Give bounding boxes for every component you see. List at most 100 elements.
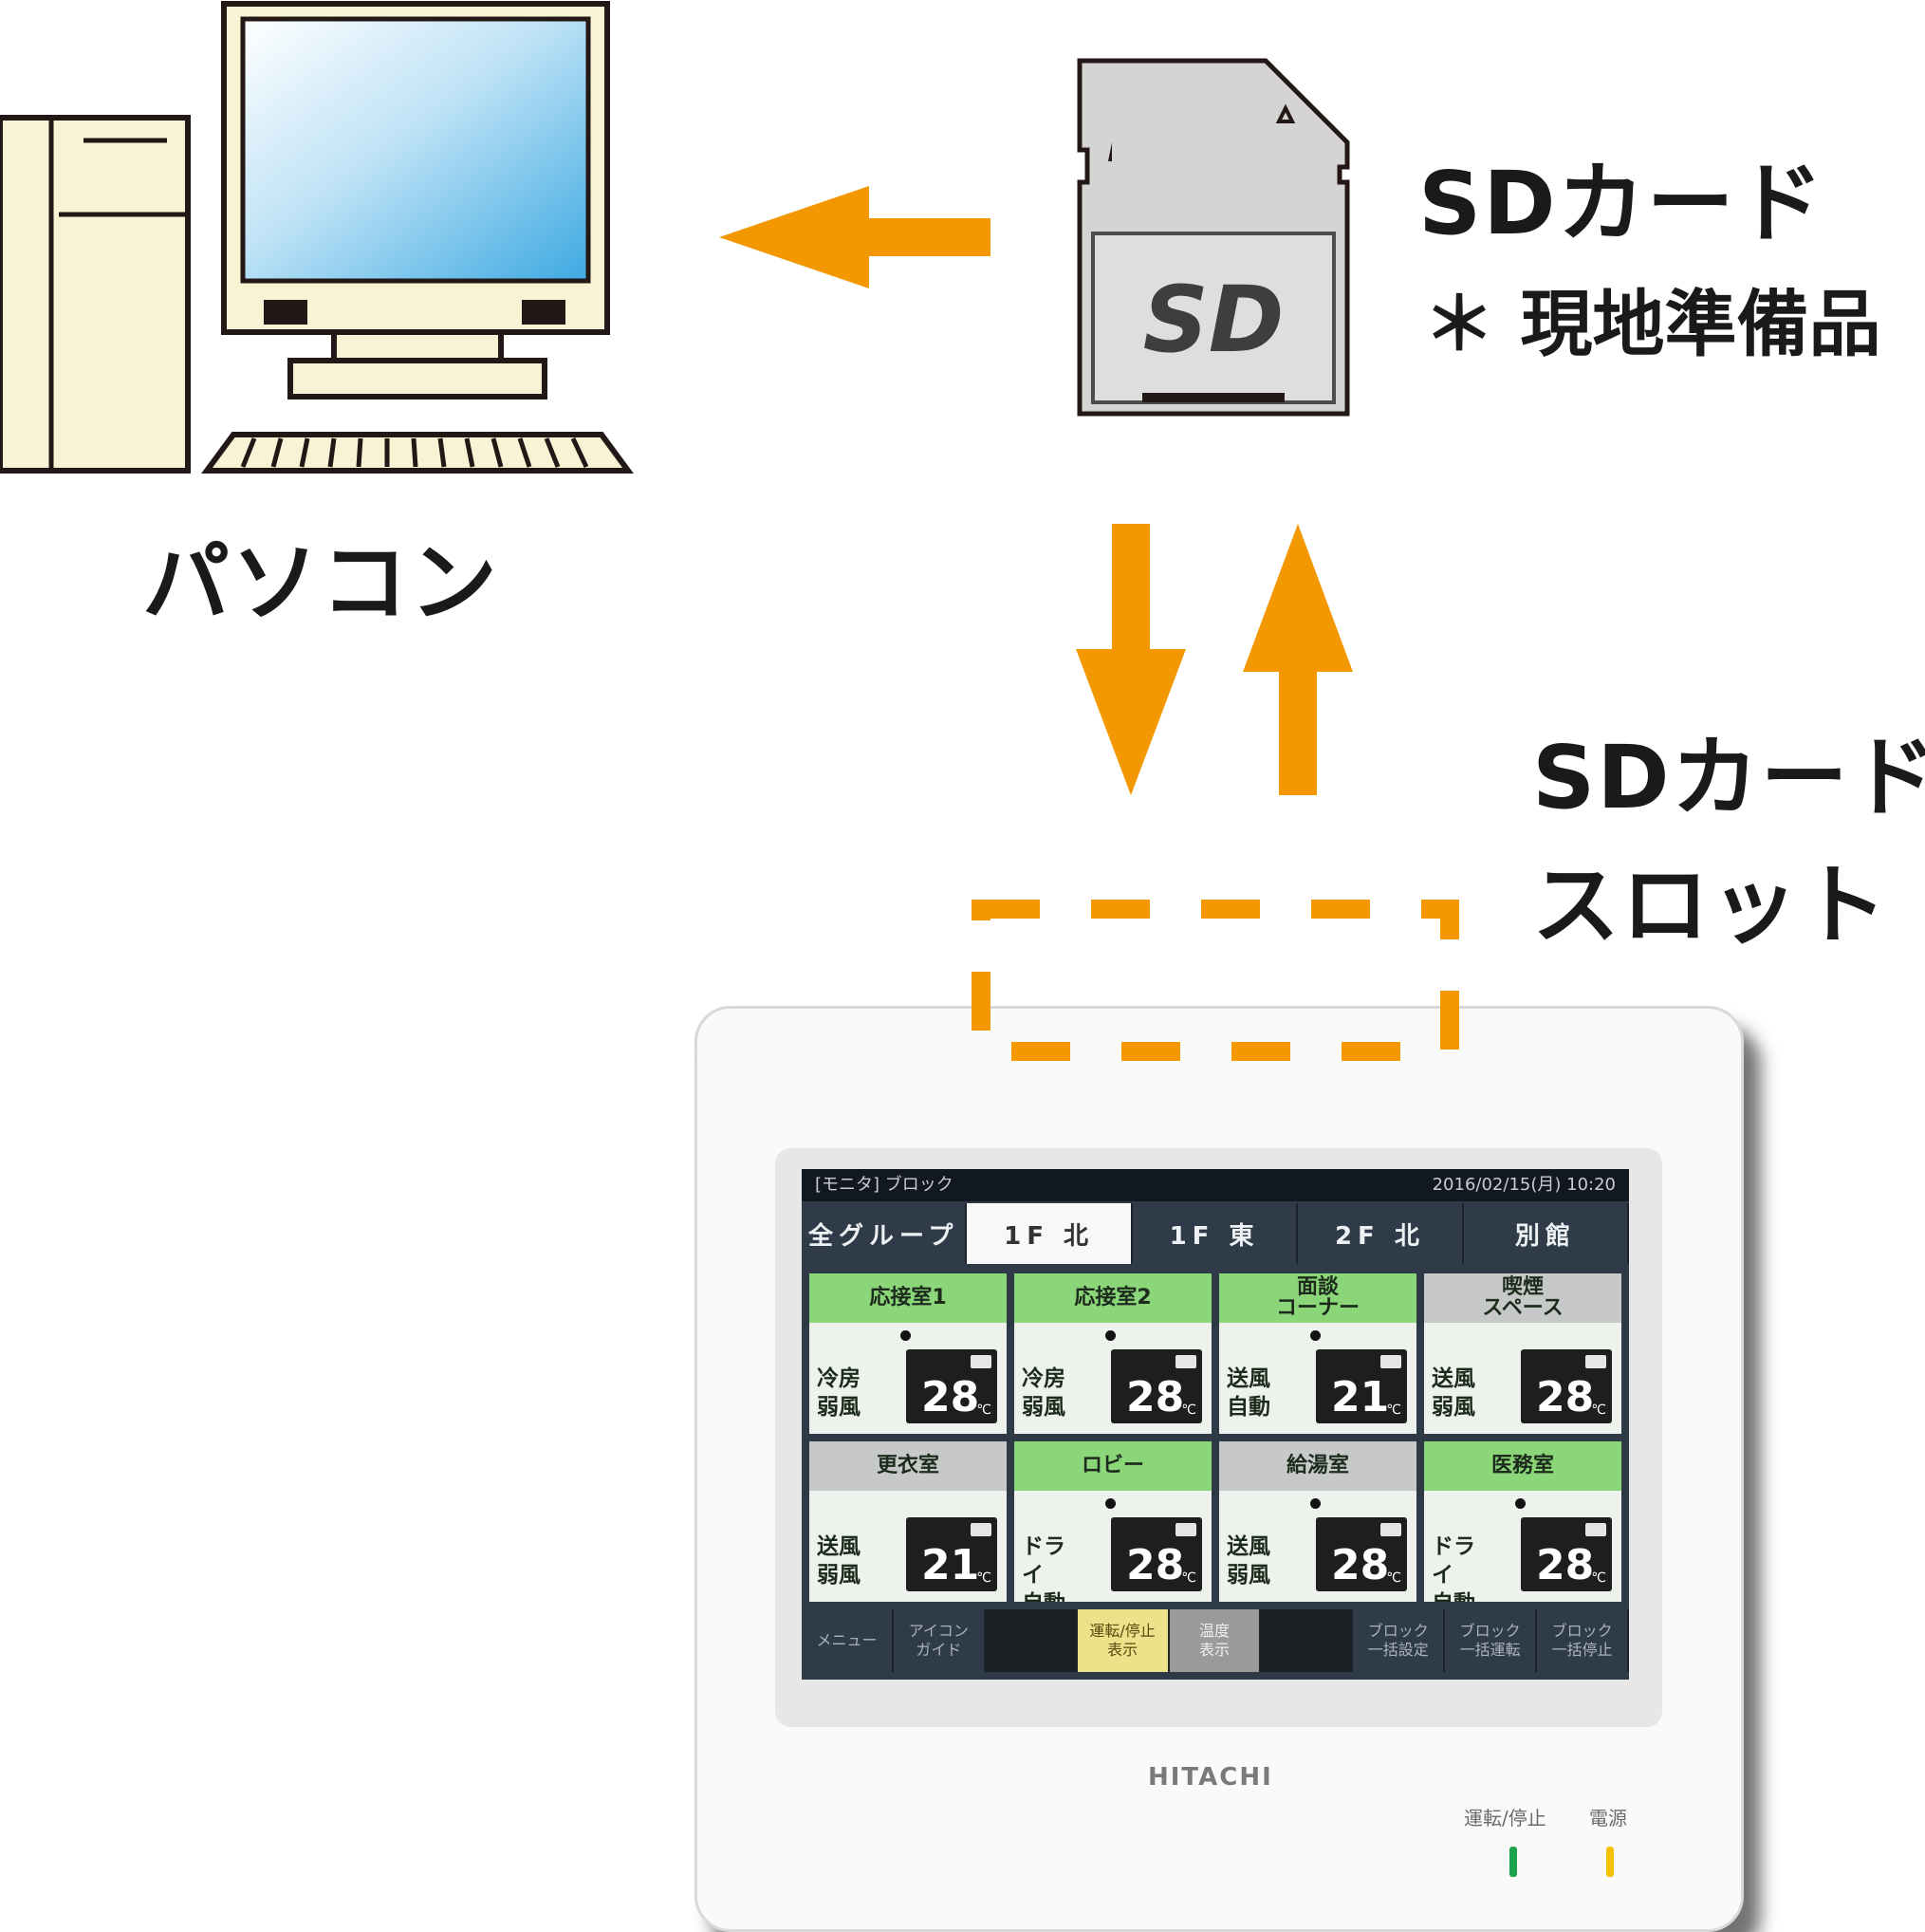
- status-datetime: 2016/02/15(月) 10:20: [1432, 1175, 1616, 1195]
- tab-1[interactable]: 1F 北: [967, 1203, 1133, 1264]
- unit-icon: [1175, 1355, 1196, 1368]
- room-name: ロビー: [1014, 1441, 1212, 1491]
- set-temperature: 21: [921, 1541, 980, 1589]
- sd-slot-outline: [972, 900, 1459, 1061]
- temperature-unit: ℃: [1386, 1403, 1401, 1418]
- fan-speed: 弱風: [817, 1395, 861, 1420]
- run-led: [1509, 1847, 1517, 1877]
- room-name: 喫煙 スペース: [1424, 1273, 1621, 1323]
- set-temperature: 28: [1536, 1373, 1595, 1421]
- menu-button-1[interactable]: アイコン ガイド: [893, 1609, 986, 1672]
- set-temperature: 28: [1126, 1373, 1185, 1421]
- run-led-label: 運転/停止: [1464, 1807, 1546, 1830]
- temperature-unit: ℃: [1591, 1570, 1606, 1586]
- power-led: [1606, 1847, 1614, 1877]
- temperature-unit: ℃: [1591, 1403, 1606, 1418]
- room-cell[interactable]: 給湯室送風弱風 28℃: [1219, 1441, 1416, 1602]
- unit-icon: [1380, 1355, 1401, 1368]
- temperature-display: 21℃: [1316, 1349, 1407, 1423]
- tab-2[interactable]: 1F 東: [1132, 1203, 1299, 1264]
- fan-speed: 弱風: [1022, 1395, 1065, 1420]
- brand-logo: HITACHI: [1148, 1763, 1273, 1792]
- temperature-unit: ℃: [976, 1570, 991, 1586]
- status-dot-icon: [1515, 1498, 1526, 1509]
- arrows: [719, 186, 1353, 795]
- slot-label-line2: スロット: [1532, 855, 1890, 957]
- temperature-unit: ℃: [1181, 1570, 1196, 1586]
- tab-0[interactable]: 全グループ: [802, 1203, 968, 1264]
- room-name: 給湯室: [1219, 1441, 1416, 1491]
- room-name: 応接室1: [809, 1273, 1007, 1323]
- temperature-display: 28℃: [1521, 1517, 1612, 1591]
- menu-button-6[interactable]: ブロック 一括設定: [1353, 1609, 1446, 1672]
- room-name: 医務室: [1424, 1441, 1621, 1491]
- menu-button-8[interactable]: ブロック 一括停止: [1537, 1609, 1629, 1672]
- room-name: 面談 コーナー: [1219, 1273, 1416, 1323]
- operation-mode: 送風: [1227, 1534, 1270, 1559]
- room-cell[interactable]: 医務室ドライ自動 28℃: [1424, 1441, 1621, 1602]
- unit-icon: [971, 1523, 991, 1536]
- unit-icon: [1585, 1523, 1606, 1536]
- slot-label-line1: SDカード: [1532, 727, 1925, 828]
- operation-mode: 冷房: [1022, 1366, 1065, 1391]
- room-cell[interactable]: 応接室1 冷房弱風 28℃: [809, 1273, 1007, 1434]
- fan-speed: 自動: [1432, 1589, 1494, 1602]
- arrow-sd-to-pc: [719, 186, 990, 288]
- menu-button-4[interactable]: 温度 表示: [1169, 1609, 1262, 1672]
- operation-mode: 送風: [817, 1534, 861, 1559]
- set-temperature: 28: [1331, 1541, 1390, 1589]
- set-temperature: 28: [921, 1373, 980, 1421]
- set-temperature: 21: [1331, 1373, 1390, 1421]
- operation-mode: 送風: [1432, 1366, 1475, 1391]
- room-cell[interactable]: 喫煙 スペース送風弱風 28℃: [1424, 1273, 1621, 1434]
- room-mode: 冷房弱風: [817, 1365, 879, 1421]
- temperature-display: 21℃: [906, 1517, 997, 1591]
- temperature-display: 28℃: [1316, 1517, 1407, 1591]
- room-mode: 送風弱風: [1432, 1365, 1494, 1421]
- sd-card-note: ＊ 現地準備品: [1423, 282, 1881, 366]
- menu-button-7[interactable]: ブロック 一括運転: [1445, 1609, 1538, 1672]
- room-cell[interactable]: ロビードライ自動 28℃: [1014, 1441, 1212, 1602]
- room-name: 応接室2: [1014, 1273, 1212, 1323]
- status-dot-icon: [1105, 1330, 1116, 1341]
- operation-mode: 冷房: [817, 1366, 861, 1391]
- menu-button-2: [985, 1609, 1078, 1672]
- fan-speed: 弱風: [1432, 1395, 1475, 1420]
- status-left: [モニタ] ブロック: [815, 1175, 953, 1195]
- set-temperature: 28: [1126, 1541, 1185, 1589]
- temperature-unit: ℃: [1386, 1570, 1401, 1586]
- pc-label: パソコン: [142, 532, 500, 634]
- menu-button-3[interactable]: 運転/停止 表示: [1077, 1609, 1170, 1672]
- sd-logo-text: SD: [1143, 267, 1285, 373]
- fan-speed: 自動: [1227, 1395, 1270, 1420]
- unit-icon: [1585, 1355, 1606, 1368]
- menu-button-0[interactable]: メニュー: [802, 1609, 894, 1672]
- room-mode: ドライ自動: [1432, 1533, 1494, 1602]
- status-dot-icon: [1310, 1330, 1321, 1341]
- power-led-label: 電源: [1589, 1807, 1627, 1830]
- temperature-display: 28℃: [1521, 1349, 1612, 1423]
- room-mode: 送風弱風: [1227, 1533, 1289, 1589]
- operation-mode: ドライ: [1022, 1534, 1065, 1588]
- unit-icon: [1380, 1523, 1401, 1536]
- temperature-display: 28℃: [1111, 1517, 1202, 1591]
- unit-icon: [1175, 1523, 1196, 1536]
- arrow-slot-to-sd: [1243, 524, 1353, 795]
- temperature-unit: ℃: [976, 1403, 991, 1418]
- tab-4[interactable]: 別館: [1463, 1203, 1629, 1264]
- operation-mode: ドライ: [1432, 1534, 1475, 1588]
- status-dot-icon: [1310, 1498, 1321, 1509]
- fan-speed: 自動: [1022, 1589, 1084, 1602]
- room-mode: 送風弱風: [817, 1533, 879, 1589]
- pc-monitor: [221, 1, 610, 399]
- pc-keyboard: [201, 432, 634, 474]
- sd-card-label: SDカード: [1418, 153, 1825, 254]
- unit-icon: [971, 1355, 991, 1368]
- room-mode: 冷房弱風: [1022, 1365, 1084, 1421]
- tab-3[interactable]: 2F 北: [1298, 1203, 1464, 1264]
